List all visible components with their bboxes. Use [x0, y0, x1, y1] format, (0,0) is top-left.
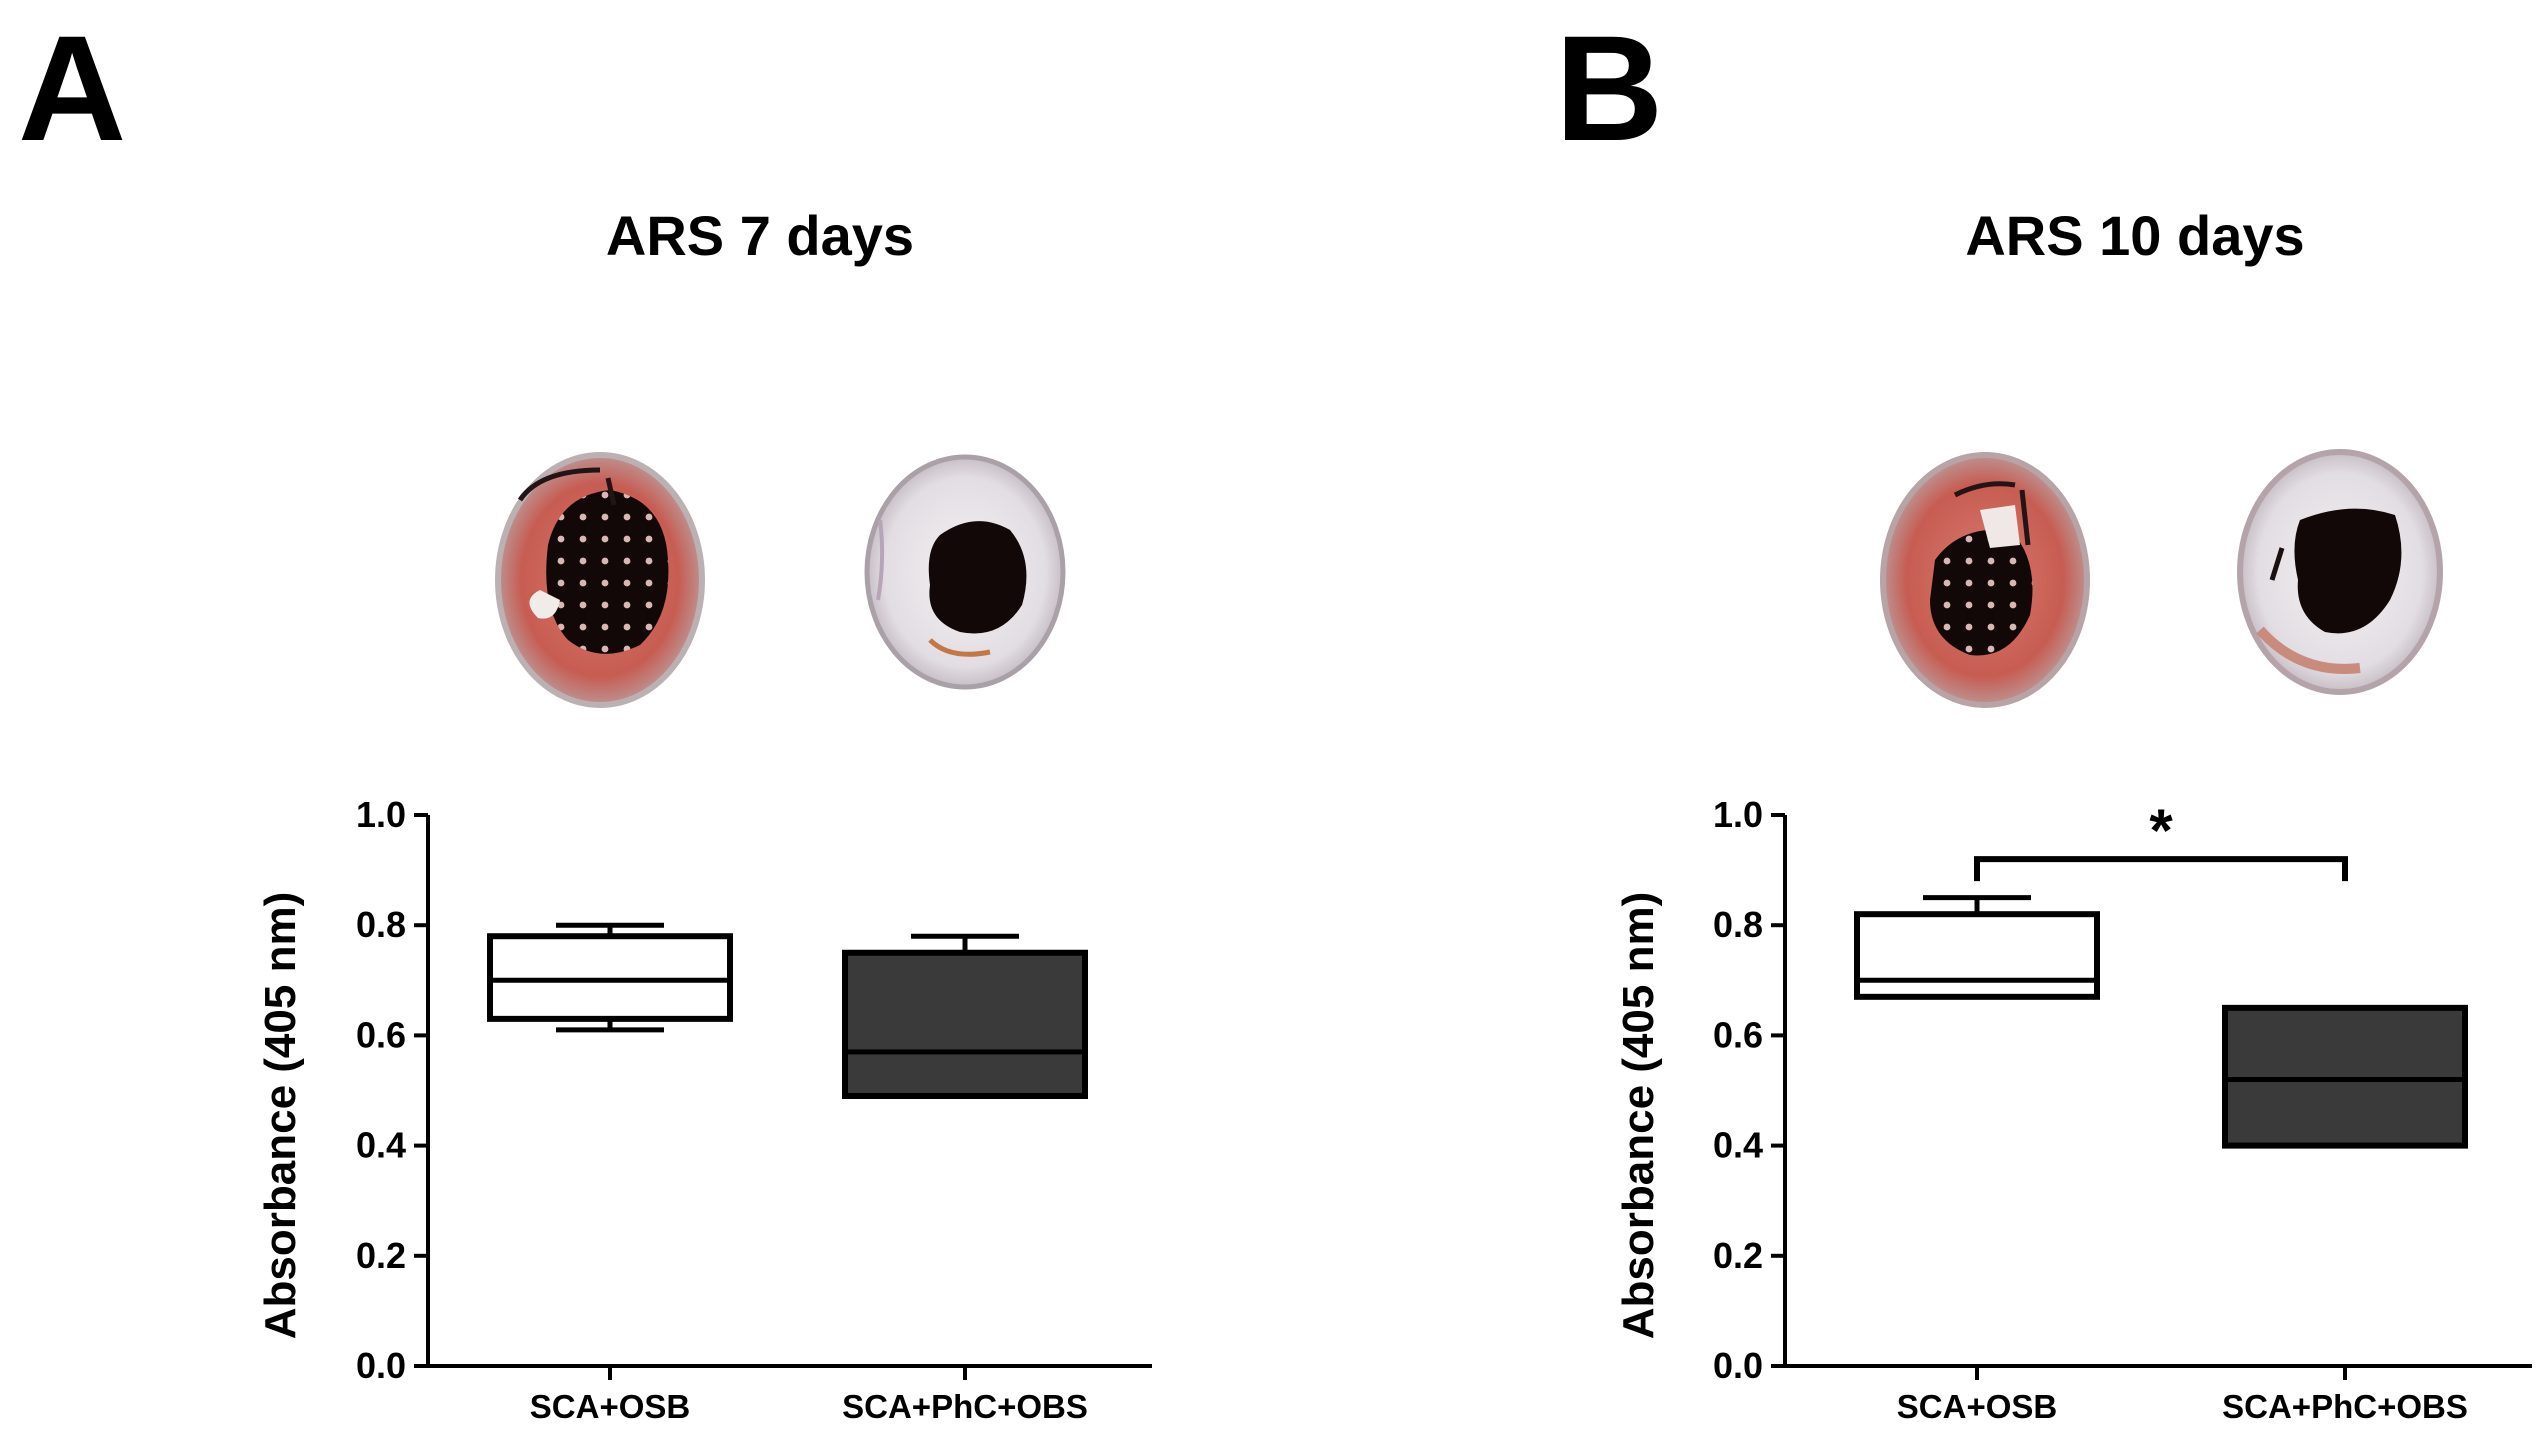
y-tick-label: 0.2 [356, 1235, 406, 1276]
y-tick-label: 0.6 [1713, 1014, 1763, 1055]
box-sca-osb [487, 922, 733, 1033]
y-tick-label: 0.8 [1713, 904, 1763, 945]
y-tick-label: 1.0 [1713, 794, 1763, 835]
well-image-phc [864, 454, 1066, 690]
iqr-box [842, 949, 1088, 1100]
iqr-box [2222, 1004, 2468, 1149]
x-tick-label: SCA+PhC+OBS [842, 1388, 1088, 1425]
y-tick-label: 0.8 [356, 904, 406, 945]
well-image-osb [495, 452, 705, 708]
y-tick-label: 0.6 [356, 1014, 406, 1055]
y-axis-label: Absorbance (405 nm) [1614, 892, 1663, 1339]
well-image-osb [1880, 452, 2090, 708]
x-tick-label: SCA+PhC+OBS [2222, 1388, 2468, 1425]
y-tick-label: 0.0 [356, 1345, 406, 1386]
significance-star: * [2149, 797, 2173, 864]
y-tick-label: 0.4 [356, 1125, 406, 1166]
box-sca-phc-obs [2222, 1004, 2468, 1149]
box-sca-osb [1854, 895, 2100, 1000]
y-tick-label: 0.2 [1713, 1235, 1763, 1276]
bracket-line [1974, 856, 2348, 882]
panel-title: ARS 7 days [606, 204, 914, 267]
panel-letter: B [1555, 4, 1663, 172]
y-tick-label: 1.0 [356, 794, 406, 835]
well-image-phc [2237, 449, 2443, 695]
panel-title: ARS 10 days [1965, 204, 2304, 267]
y-tick-label: 0.0 [1713, 1345, 1763, 1386]
iqr-box [1854, 911, 2100, 1000]
y-axis-label: Absorbance (405 nm) [256, 892, 305, 1339]
panel-letter: A [18, 4, 126, 172]
panel-a: A ARS 7 days 0.0 0.2 0.4 0.6 0.8 1.0Absorbanc… [18, 4, 1152, 1425]
x-tick-label: SCA+OSB [530, 1388, 690, 1425]
y-tick-label: 0.4 [1713, 1125, 1763, 1166]
x-tick-label: SCA+OSB [1897, 1388, 2057, 1425]
iqr-box [487, 933, 733, 1022]
box-sca-phc-obs [842, 933, 1088, 1100]
significance-bracket: * [1974, 797, 2348, 882]
panel-b: B ARS 10 days 0.0 0.2 0.4 0.6 0.8 1.0Absorban… [1555, 4, 2532, 1425]
